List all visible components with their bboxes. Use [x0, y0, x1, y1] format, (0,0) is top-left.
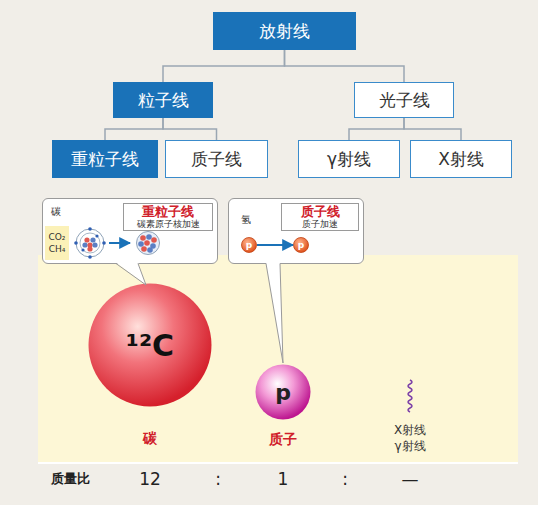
proton-symbol: p — [293, 237, 309, 253]
nucleon — [82, 242, 87, 247]
ratio-separator: : — [215, 469, 221, 489]
node-label: CO₂ CH₄ — [46, 231, 68, 255]
callout-tail-outline — [116, 264, 146, 286]
node-sublabel: 碳 — [143, 430, 157, 448]
electron — [102, 241, 106, 245]
root-box: 放射线 — [213, 12, 356, 50]
ratio-value: 1 — [278, 469, 289, 489]
tree-connector — [404, 118, 461, 140]
circle-shape — [242, 238, 257, 253]
node-label: 光子线 — [379, 89, 430, 112]
connector-layer — [105, 50, 461, 245]
node-sublabel: 质子加速 — [302, 219, 338, 230]
callout-tail-outline — [266, 264, 283, 364]
category-box: 粒子线 — [113, 82, 213, 118]
node-label: 重粒子线 — [142, 204, 194, 219]
nucleon — [146, 234, 152, 240]
electron — [88, 227, 92, 231]
particle-circle: p质子 — [255, 364, 311, 420]
proton-symbol: p — [241, 237, 257, 253]
tree-connector — [105, 118, 163, 140]
callout-title-box: 质子线质子加速 — [281, 203, 359, 231]
nucleon — [87, 246, 92, 251]
panel-separator — [38, 462, 518, 464]
row-heading: 质量比 — [51, 470, 90, 488]
node-label: γ射线 — [327, 148, 371, 171]
node-label: 氢 — [241, 213, 251, 227]
node-label: 放射线 — [259, 20, 310, 43]
node-label: X射线 — [438, 148, 484, 171]
nucleon — [140, 235, 146, 241]
node-label: 碳 — [51, 205, 61, 219]
nucleon — [151, 237, 157, 243]
node-label: p — [246, 240, 252, 250]
node-label: ¹²C — [126, 328, 174, 363]
ratio-value: 12 — [139, 469, 161, 489]
electron — [95, 234, 98, 237]
node-sublabel: 碳素原子核加速 — [137, 219, 200, 230]
callout-title-box: 重粒子线碳素原子核加速 — [123, 203, 213, 231]
circle-shape — [256, 365, 311, 420]
nucleon — [147, 247, 153, 253]
node-label: 粒子线 — [138, 89, 189, 112]
node-sublabel: 质子 — [269, 431, 297, 449]
nucleon — [150, 243, 156, 249]
electron-orbit — [76, 229, 104, 257]
nucleon — [138, 241, 144, 247]
leaf-box: 重粒子线 — [52, 140, 158, 178]
circle-shape — [89, 284, 212, 407]
leaf-box: 质子线 — [165, 140, 268, 178]
electron — [81, 248, 84, 251]
nucleon — [87, 242, 92, 247]
electron — [74, 241, 78, 245]
leaf-box: γ射线 — [298, 140, 400, 178]
callout-box: 氢 质子线质子加速 p p — [228, 198, 364, 264]
category-box: 光子线 — [354, 82, 454, 118]
ratio-value: — — [402, 469, 419, 489]
callout-tail — [116, 263, 146, 286]
leaf-box: X射线 — [410, 140, 512, 178]
gas-box: CO₂ CH₄ — [45, 226, 69, 260]
tree-connector — [349, 118, 404, 140]
tree-connector — [285, 50, 405, 82]
acceleration-arrow — [109, 242, 130, 244]
carbon-nucleus — [137, 232, 160, 255]
nucleon — [141, 246, 147, 252]
photon-wave — [408, 380, 412, 412]
nucleon — [144, 240, 150, 246]
carbon-atom — [74, 227, 106, 259]
yellow-panel — [38, 255, 518, 463]
node-label: p — [275, 380, 291, 405]
electron-orbit — [80, 233, 100, 253]
arrow-connector — [257, 244, 293, 246]
nucleon — [92, 242, 97, 247]
wave-label: γ射线 — [394, 438, 425, 455]
node-label: 质子线 — [191, 148, 242, 171]
tree-connector — [163, 50, 285, 82]
circle-shape — [294, 238, 309, 253]
particle-circle: ¹²C碳 — [88, 283, 212, 407]
node-label: 质子线 — [301, 204, 340, 219]
nucleon — [84, 237, 89, 242]
nucleon — [90, 237, 95, 242]
electron — [88, 255, 92, 259]
node-label: p — [298, 240, 304, 250]
nucleus-outline — [137, 232, 160, 255]
ratio-separator: : — [342, 469, 348, 489]
callout-tail — [266, 263, 283, 364]
wave-label: X射线 — [394, 422, 426, 439]
callout-box: 碳 重粒子线碳素原子核加速 CO₂ CH₄ — [42, 198, 218, 264]
tree-connector — [163, 118, 217, 140]
node-label: 重粒子线 — [71, 148, 139, 171]
